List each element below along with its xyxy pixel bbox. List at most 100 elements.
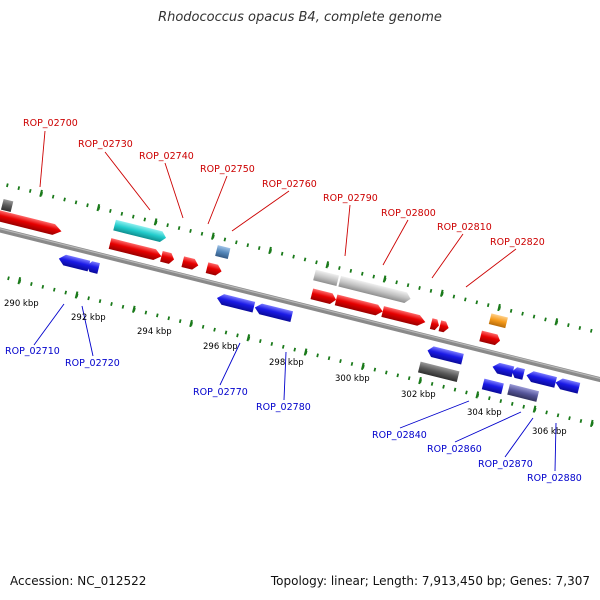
tick-mark — [213, 327, 216, 332]
gene-leader-line — [382, 219, 409, 266]
gene-arrow-forward[interactable] — [338, 275, 411, 304]
gene-arrow-forward[interactable] — [160, 250, 175, 265]
tick-mark — [87, 296, 90, 301]
gene-arrow-reverse[interactable] — [481, 378, 504, 395]
gene-label[interactable]: ROP_02800 — [381, 208, 436, 219]
tick-mark — [156, 313, 159, 318]
gene-label[interactable]: ROP_02790 — [323, 193, 378, 204]
gene-label[interactable]: ROP_02780 — [256, 402, 311, 413]
gene-leader-line — [465, 248, 517, 288]
tick-mark — [292, 254, 295, 259]
gene-arrow-forward[interactable] — [438, 320, 450, 333]
gene-label[interactable]: ROP_02840 — [372, 430, 427, 441]
gene-arrow-forward[interactable] — [313, 269, 340, 287]
major-tick — [360, 362, 365, 370]
gene-label[interactable]: ROP_02880 — [527, 473, 582, 484]
gene-arrow-forward[interactable] — [429, 318, 440, 331]
gene-arrow-forward[interactable] — [334, 294, 384, 317]
gene-arrow-reverse[interactable] — [417, 361, 460, 383]
gene-arrow-forward[interactable] — [488, 313, 508, 329]
tick-mark — [166, 223, 169, 228]
tick-mark — [339, 359, 342, 364]
tick-mark — [223, 237, 227, 242]
gene-arrow-forward[interactable] — [0, 209, 63, 237]
gene-arrow-forward[interactable] — [108, 238, 163, 261]
major-tick — [74, 291, 79, 299]
genome-summary-text: Topology: linear; Length: 7,913,450 bp; … — [270, 574, 590, 588]
tick-mark — [579, 419, 583, 423]
gene-label[interactable]: ROP_02760 — [262, 179, 317, 190]
tick-mark — [544, 317, 547, 322]
gene-arrow-forward[interactable] — [215, 245, 231, 259]
gene-arrow-reverse[interactable] — [426, 345, 464, 365]
forward-tick-row — [6, 183, 593, 333]
scale-label: 296 kbp — [203, 342, 238, 352]
gene-arrow-reverse[interactable] — [525, 370, 557, 388]
gene-label[interactable]: ROP_02720 — [65, 358, 120, 369]
major-tick — [246, 334, 251, 342]
tick-mark — [259, 339, 262, 344]
gene-arrow-reverse[interactable] — [58, 253, 91, 272]
gene-label[interactable]: ROP_02820 — [490, 237, 545, 248]
genome-track — [0, 183, 600, 428]
gene-arrow-forward[interactable] — [181, 256, 199, 271]
gene-arrow-forward[interactable] — [113, 219, 167, 243]
tick-mark — [178, 319, 182, 324]
major-tick — [211, 232, 215, 240]
gene-label[interactable]: ROP_02810 — [437, 222, 492, 233]
major-tick — [325, 261, 330, 269]
scale-label: 302 kbp — [401, 390, 436, 400]
tick-mark — [224, 330, 228, 335]
tick-mark — [407, 376, 411, 381]
tick-mark — [6, 183, 9, 188]
gene-arrow-forward[interactable] — [0, 198, 14, 213]
gene-arrow-reverse[interactable] — [554, 377, 581, 394]
gene-arrow-reverse[interactable] — [216, 293, 256, 313]
tick-mark — [556, 413, 560, 418]
major-tick — [440, 289, 444, 297]
gene-label[interactable]: ROP_02770 — [193, 387, 248, 398]
genome-backbone-highlight — [0, 213, 600, 399]
tick-mark — [453, 387, 457, 392]
gene-leader-line — [431, 233, 464, 279]
tick-mark — [396, 373, 400, 378]
gene-arrow-forward[interactable] — [310, 288, 337, 305]
gene-label[interactable]: ROP_02700 — [23, 118, 78, 129]
tick-mark — [109, 208, 112, 213]
gene-label[interactable]: ROP_02730 — [78, 139, 133, 150]
gene-leader-line — [104, 151, 151, 211]
major-tick — [131, 305, 136, 313]
gene-arrow-forward[interactable] — [381, 306, 426, 327]
gene-arrow-reverse[interactable] — [511, 366, 525, 380]
gene-label[interactable]: ROP_02710 — [5, 346, 60, 357]
gene-leader-line — [231, 190, 290, 232]
gene-arrow-reverse[interactable] — [491, 361, 515, 378]
tick-mark — [17, 186, 21, 191]
tick-mark — [486, 303, 490, 308]
gene-leader-line — [283, 351, 287, 401]
tick-mark — [338, 266, 341, 270]
tick-mark — [360, 271, 364, 276]
gene-label[interactable]: ROP_02740 — [139, 151, 194, 162]
tick-mark — [236, 333, 239, 338]
gene-label[interactable]: ROP_02750 — [200, 164, 255, 175]
tick-mark — [167, 316, 171, 321]
gene-arrow-reverse[interactable] — [254, 302, 294, 322]
tick-mark — [121, 304, 125, 309]
major-tick — [39, 189, 43, 197]
gene-label[interactable]: ROP_02860 — [427, 444, 482, 455]
gene-arrow-forward[interactable] — [205, 262, 223, 276]
tick-mark — [532, 314, 536, 319]
gene-label[interactable]: ROP_02870 — [478, 459, 533, 470]
gene-arrow-reverse[interactable] — [507, 383, 540, 402]
tick-mark — [28, 188, 32, 193]
tick-mark — [567, 323, 570, 328]
tick-mark — [499, 399, 503, 403]
tick-mark — [303, 257, 307, 262]
tick-mark — [200, 231, 204, 236]
gene-arrow-reverse[interactable] — [86, 260, 100, 274]
gene-arrow-forward[interactable] — [479, 330, 501, 347]
